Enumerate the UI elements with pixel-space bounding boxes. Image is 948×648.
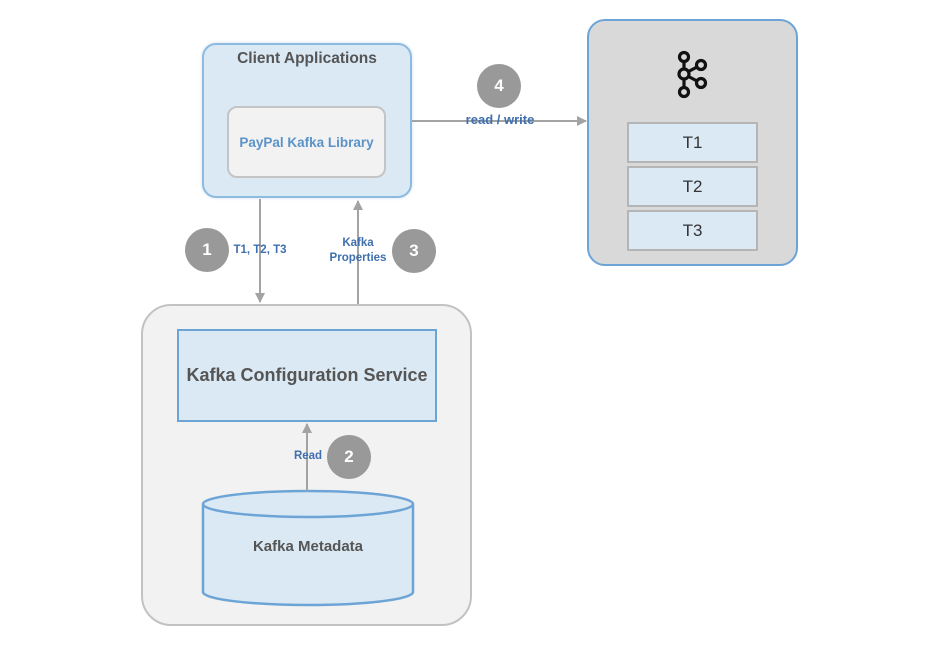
client-applications-title: Client Applications — [237, 50, 377, 67]
step-3-label-line1: Kafka — [342, 237, 374, 249]
kafka-logo-icon — [677, 50, 708, 99]
kafka-metadata-cylinder — [201, 489, 415, 607]
kafka-metadata-label: Kafka Metadata — [252, 538, 364, 555]
topic-t1: T1 — [627, 122, 758, 163]
kafka-configuration-service-box: Kafka Configuration Service — [177, 329, 437, 422]
step-1-badge: 1 — [185, 228, 229, 272]
step-2-label: Read — [293, 450, 323, 462]
paypal-kafka-library-box: PayPal Kafka Library — [227, 106, 386, 178]
step-4-badge: 4 — [477, 64, 521, 108]
step-3-label-line2: Properties — [329, 252, 387, 264]
topic-t3: T3 — [627, 210, 758, 251]
step-3-badge: 3 — [392, 229, 436, 273]
step-2-badge: 2 — [327, 435, 371, 479]
step-4-label: read / write — [465, 112, 535, 127]
step-3-label: Kafka Properties — [328, 236, 388, 266]
step-1-label: T1, T2, T3 — [233, 244, 287, 256]
topic-t2: T2 — [627, 166, 758, 207]
